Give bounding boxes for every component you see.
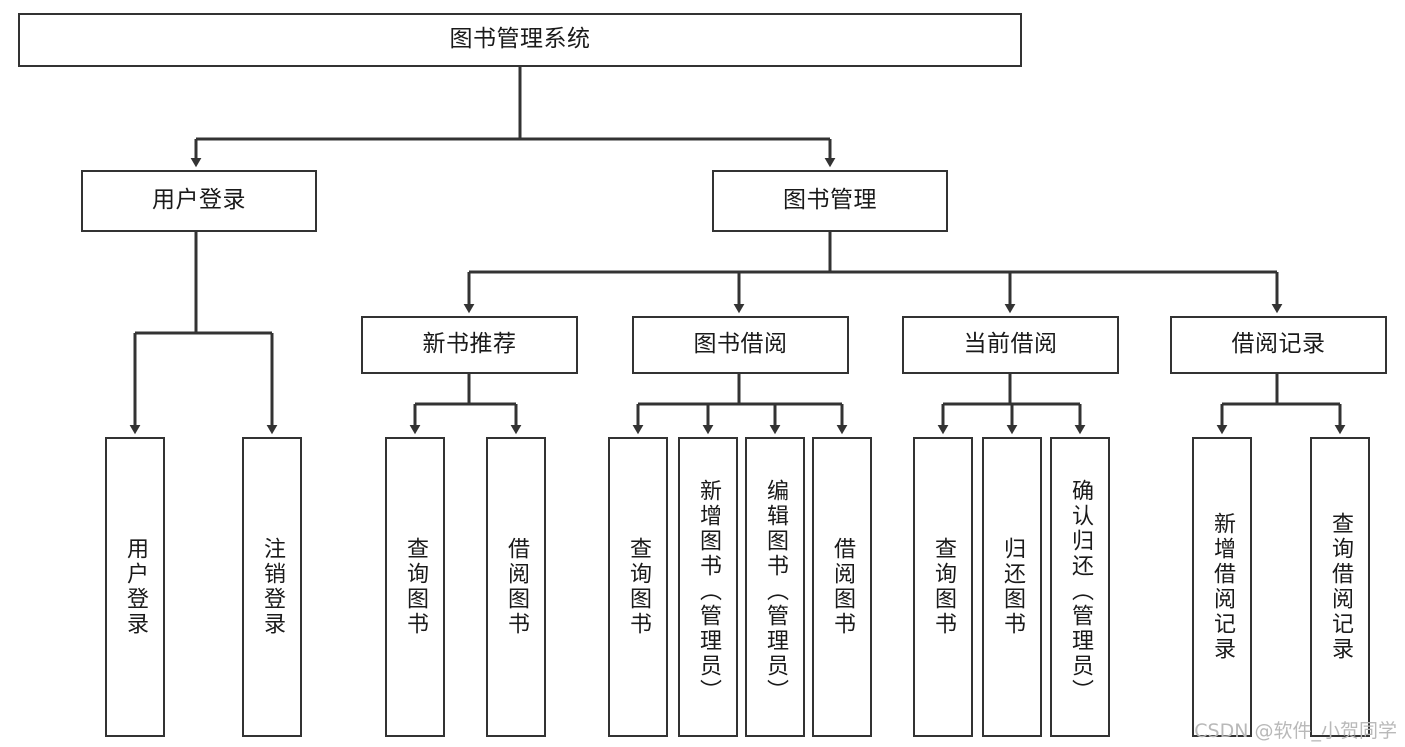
edge-borrowrecord-to-leaves	[1216, 374, 1346, 435]
node-label: 图书管理	[783, 187, 877, 214]
edge-bookmanage-to-level3	[463, 232, 1283, 314]
leaf-record-search[interactable]: 查询借阅记录	[1310, 437, 1370, 737]
node-book-management[interactable]: 图书管理	[712, 170, 948, 232]
node-label: 编辑图书（管理员）	[763, 478, 788, 704]
node-label: 查询图书	[931, 537, 956, 637]
edge-currentborrow-to-leaves	[937, 374, 1086, 435]
node-label: 确认归还（管理员）	[1068, 478, 1093, 704]
node-borrow-record[interactable]: 借阅记录	[1170, 316, 1387, 374]
node-label: 当前借阅	[963, 331, 1058, 358]
node-label: 归还图书	[1000, 537, 1025, 637]
edge-newbook-to-leaves	[409, 374, 522, 435]
node-label: 借阅图书	[830, 537, 855, 637]
node-current-borrow[interactable]: 当前借阅	[902, 316, 1119, 374]
node-label: 新增借阅记录	[1210, 512, 1235, 662]
node-label: 新书推荐	[422, 331, 517, 358]
csdn-watermark: CSDN @软件_小贺同学	[1194, 720, 1397, 742]
node-label: 借阅图书	[504, 537, 529, 637]
node-label: 图书管理系统	[449, 26, 591, 53]
node-label: 查询借阅记录	[1328, 512, 1353, 662]
leaf-recommend-borrow-book[interactable]: 借阅图书	[486, 437, 546, 737]
leaf-borrow-query-book[interactable]: 查询图书	[608, 437, 668, 737]
node-label: 查询图书	[403, 537, 428, 637]
edge-root-to-level2	[190, 67, 836, 168]
leaf-user-login[interactable]: 用户登录	[105, 437, 165, 737]
node-user-login[interactable]: 用户登录	[81, 170, 317, 232]
node-label: 注销登录	[260, 537, 285, 637]
node-label: 查询图书	[626, 537, 651, 637]
node-new-book-recommend[interactable]: 新书推荐	[361, 316, 578, 374]
node-label: 新增图书（管理员）	[696, 478, 721, 704]
node-label: 借阅记录	[1231, 331, 1326, 358]
leaf-borrow-add-book-admin[interactable]: 新增图书（管理员）	[678, 437, 738, 737]
edge-userlogin-to-leaves	[129, 232, 278, 435]
node-label: 图书借阅	[693, 331, 788, 358]
edge-bookborrow-to-leaves	[632, 374, 848, 435]
leaf-record-add[interactable]: 新增借阅记录	[1192, 437, 1252, 737]
leaf-borrow-borrow-book[interactable]: 借阅图书	[812, 437, 872, 737]
leaf-current-query-book[interactable]: 查询图书	[913, 437, 973, 737]
node-root-system[interactable]: 图书管理系统	[18, 13, 1022, 67]
leaf-borrow-edit-book-admin[interactable]: 编辑图书（管理员）	[745, 437, 805, 737]
leaf-current-return-book[interactable]: 归还图书	[982, 437, 1042, 737]
leaf-logout[interactable]: 注销登录	[242, 437, 302, 737]
leaf-current-confirm-return-admin[interactable]: 确认归还（管理员）	[1050, 437, 1110, 737]
node-book-borrow[interactable]: 图书借阅	[632, 316, 849, 374]
node-label: 用户登录	[123, 537, 148, 637]
node-label: 用户登录	[152, 187, 246, 214]
leaf-recommend-query-book[interactable]: 查询图书	[385, 437, 445, 737]
